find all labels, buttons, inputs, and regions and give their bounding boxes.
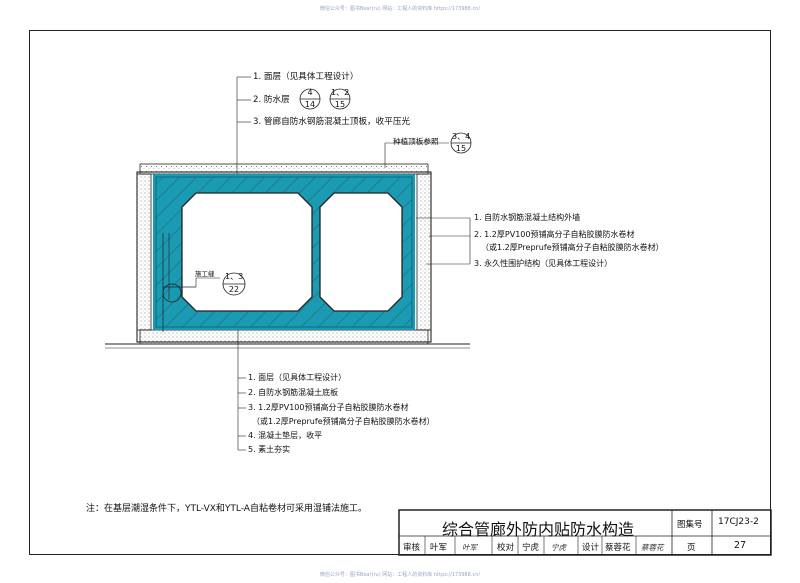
ref-4-14-top: 4: [307, 88, 313, 97]
right-note-3: 3. 永久性围护结构（见具体工程设计）: [474, 259, 613, 268]
retaining-structure: [136, 163, 432, 345]
ref-4-14: [299, 88, 321, 110]
ref-13-22-bottom: 22: [228, 285, 240, 294]
construction-joint-mark: [162, 233, 196, 332]
page-label: 页: [687, 543, 696, 553]
designer-name: 蔡蓉花: [605, 543, 631, 553]
ref-34-15-bottom: 15: [455, 144, 467, 153]
construction-joint-label: 施工缝: [195, 270, 215, 278]
drawing-title: 综合管廊外防内贴防水构造: [441, 520, 634, 539]
right-note-2: 2. 1.2厚PV100预铺高分子自粘胶膜防水卷材: [474, 230, 635, 239]
reviewer-name: 叶军: [430, 543, 448, 553]
bottom-note-1: 1. 面层（见具体工程设计）: [248, 373, 347, 382]
bottom-note-5: 5. 素土夯实: [248, 445, 291, 454]
right-note-2b: （或1.2厚Preprufe预铺高分子自粘胶膜防水卷材）: [481, 243, 664, 252]
review-label: 审核: [403, 543, 421, 553]
gallery-cells: [181, 192, 403, 312]
right-note-1: 1. 自防水钢筋混凝土结构外墙: [474, 213, 581, 222]
designer-signature: 蔡蓉花: [641, 543, 664, 552]
check-label: 校对: [497, 543, 515, 553]
top-note-2: 2. 防水层: [253, 95, 290, 105]
checker-name: 宁虎: [522, 543, 540, 553]
watermark-bottom: 微信公众号：图书Bear(ru) 网站：工程人的资料库 https://1739…: [319, 572, 481, 578]
atlas-label: 图集号: [677, 520, 703, 530]
ref-12-15-top: 1、2: [331, 88, 350, 97]
atlas-number: 17CJ23-2: [718, 517, 759, 527]
ref-13-22: [222, 272, 246, 296]
ref-12-15: [329, 88, 351, 110]
ref-4-14-bottom: 14: [304, 100, 316, 109]
checker-signature: 宁虎: [551, 543, 566, 552]
top-note-3: 3. 管廊自防水钢筋混凝土顶板，收平压光: [253, 117, 411, 127]
top-note-1: 1. 面层（见具体工程设计）: [253, 72, 359, 82]
bottom-note-3b: （或1.2厚Preprufe预铺高分子自粘胶膜防水卷材）: [252, 417, 435, 426]
reviewer-signature: 叶军: [462, 543, 477, 552]
ref-13-22-top: 1、3: [225, 272, 244, 281]
page-number: 27: [734, 540, 747, 551]
bottom-note-2: 2. 自防水钢筋混凝土底板: [248, 388, 339, 397]
bottom-note-4: 4. 混凝土垫层，收平: [248, 431, 323, 440]
footnote: 注：在基层潮湿条件下，YTL-VX和YTL-A自粘卷材可采用湿铺法施工。: [86, 504, 367, 514]
ref-12-15-bottom: 15: [334, 100, 346, 109]
bottom-note-3: 3. 1.2厚PV100预铺高分子自粘胶膜防水卷材: [248, 403, 409, 412]
ref-34-15-top: 3、4: [452, 132, 471, 141]
title-block-grid: [398, 509, 772, 556]
watermark-top: 微信公众号：图书Bear(ru) 网站：工程人的资料库 https://1739…: [319, 6, 481, 12]
ref-34-15: [450, 132, 472, 154]
design-label: 设计: [582, 543, 600, 553]
planting-roof-label: 种植顶板参照: [393, 137, 439, 146]
